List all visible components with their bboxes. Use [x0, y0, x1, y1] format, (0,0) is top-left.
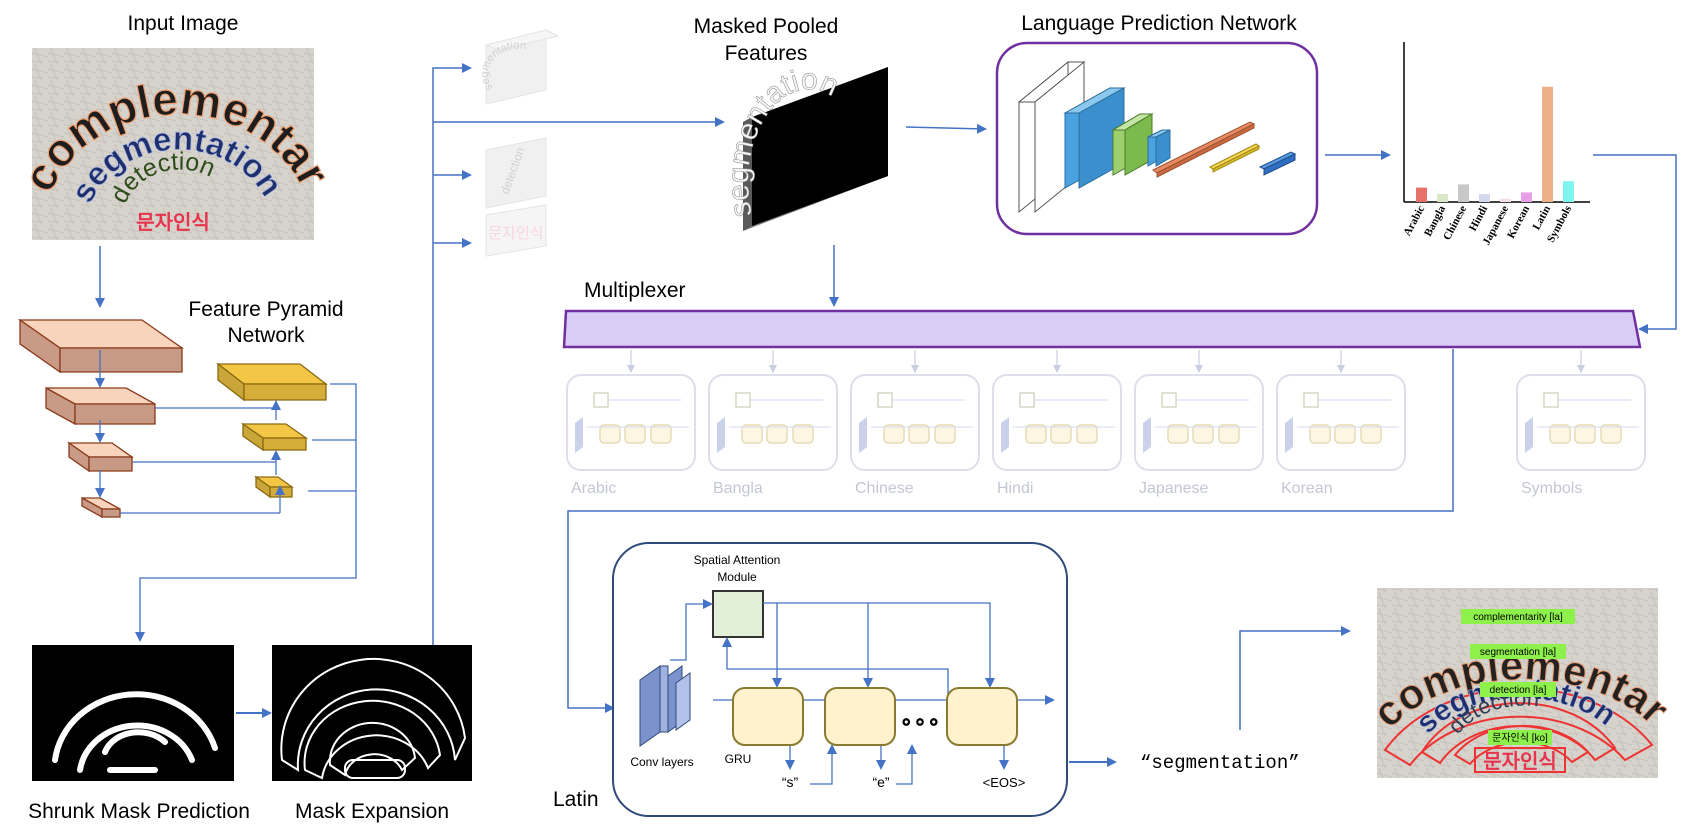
token-s: “s” — [782, 774, 799, 790]
mask-expansion-label: Mask Expansion — [295, 800, 449, 823]
recognizer-label-chinese: Chinese — [855, 480, 914, 497]
masked-pooled-title-2: Features — [725, 42, 808, 65]
gru-ellipsis: ∘∘∘ — [899, 709, 940, 734]
recognizer-label-korean: Korean — [1281, 480, 1333, 497]
fpn-connections — [95, 350, 357, 642]
result-tag-3: detection [la] — [1490, 685, 1547, 696]
sam-title-1: Spatial Attention — [694, 553, 781, 567]
result-word-4: 문자인식 — [1483, 750, 1557, 773]
conv-layers-label: Conv layers — [630, 755, 693, 769]
chart-bar-arabic — [1416, 187, 1427, 202]
input-image: complementarity segmentation detection 문… — [0, 0, 341, 240]
chart-bar-symbols — [1563, 181, 1574, 202]
recognizer-label-bangla: Bangla — [713, 480, 763, 497]
chart-bar-bangla — [1437, 194, 1448, 202]
gru-cell-1 — [732, 687, 804, 746]
input-word-4: 문자인식 — [136, 211, 210, 234]
output-text: “segmentation” — [1140, 752, 1300, 774]
chart-bar-japanese — [1500, 198, 1511, 202]
recognizer-head-japanese: Japanese — [1134, 350, 1264, 497]
chart-bar-chinese — [1458, 184, 1469, 202]
latin-route-arrow — [567, 349, 1454, 713]
recognizer-head-chinese: Chinese — [850, 350, 980, 497]
fpn-top-down — [216, 362, 328, 499]
masked-pooled-feature-block: segmentation — [722, 63, 888, 231]
roi-routing — [432, 63, 725, 645]
recognizer-label-hindi: Hindi — [997, 480, 1033, 497]
recognizer-label-arabic: Arabic — [571, 480, 616, 497]
mask-expansion-image — [272, 645, 472, 781]
result-tag-1: complementarity [la] — [1473, 612, 1563, 623]
language-probability-chart: ArabicBanglaChineseHindiJapaneseKoreanLa… — [1401, 42, 1590, 247]
chart-bar-korean — [1521, 192, 1532, 202]
chart-bar-hindi — [1479, 194, 1490, 202]
recognizer-label-japanese: Japanese — [1139, 480, 1208, 497]
recognizer-head-korean: Korean — [1276, 350, 1406, 497]
fpn-title-2: Network — [227, 324, 305, 347]
gru-label: GRU — [725, 752, 752, 766]
input-image-title: Input Image — [128, 12, 239, 35]
chart-to-multiplexer-arrow — [1593, 154, 1677, 334]
masked-pooled-title-1: Masked Pooled — [694, 15, 839, 38]
thumb-word-3: 문자인식 — [488, 225, 543, 242]
token-eos: <EOS> — [983, 775, 1026, 790]
recognizer-head-bangla: Bangla — [708, 350, 838, 497]
recognizer-head-symbols: Symbols — [1516, 350, 1646, 497]
conv-layers-stack — [639, 665, 691, 747]
sam-title-2: Module — [717, 570, 757, 584]
gru-cell-2 — [824, 687, 896, 746]
shrunk-mask-image — [32, 645, 234, 781]
faded-roi-thumbnails: segmentation detection 문자인식 — [479, 29, 560, 257]
lpn-title: Language Prediction Network — [1021, 12, 1297, 35]
multiplexer-block — [562, 309, 1642, 349]
result-tag-2: segmentation [la] — [1480, 647, 1556, 658]
shrunk-mask-label: Shrunk Mask Prediction — [28, 800, 250, 823]
multiplexer-title: Multiplexer — [584, 279, 686, 302]
recognizer-label-symbols: Symbols — [1521, 480, 1582, 497]
chart-bar-latin — [1542, 86, 1553, 202]
latin-label: Latin — [553, 788, 599, 811]
gru-cell-3 — [946, 687, 1018, 746]
fpn-title-1: Feature Pyramid — [188, 298, 343, 321]
result-tag-4: 문자인식 [ko] — [1492, 732, 1548, 744]
spatial-attention-module — [712, 590, 764, 638]
lpn-network-layers — [1017, 60, 1297, 214]
token-e: “e” — [872, 774, 889, 790]
recognizer-head-hindi: Hindi — [992, 350, 1122, 497]
fpn-bottom-up — [17, 318, 185, 519]
faded-recognizer-heads: Arabic Bangla Chinese Hindi Japanese Korean Sy… — [566, 350, 1646, 497]
recognizer-head-arabic: Arabic — [566, 350, 696, 497]
